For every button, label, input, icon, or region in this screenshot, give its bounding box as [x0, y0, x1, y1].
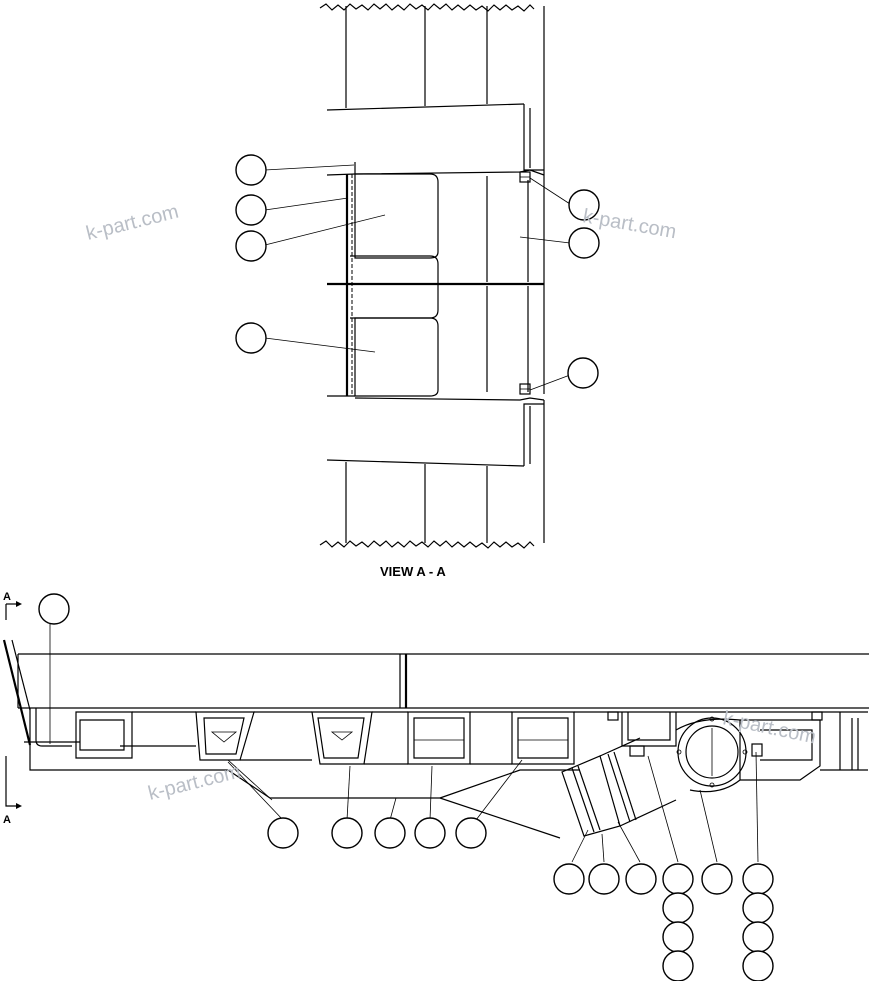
callout-bubble: [235, 154, 267, 186]
callout-bubble: [662, 950, 694, 981]
view-a-a-drawing: [235, 3, 600, 549]
callout-bubble: [568, 189, 600, 221]
callout-bubble: [374, 817, 406, 849]
radiator-assembly-drawing: [2, 593, 869, 981]
callout-bubble: [331, 817, 363, 849]
section-marker-bottom: A: [3, 814, 11, 826]
watermark: k-part.com: [146, 761, 243, 805]
callout-bubble: [742, 892, 774, 924]
callout-bubble: [235, 230, 267, 262]
bottom-break-line: [319, 540, 535, 549]
view-caption: VIEW A - A: [380, 564, 446, 579]
watermark: k-part.com: [84, 201, 181, 245]
section-marker-top: A: [3, 591, 11, 603]
callout-bubble: [742, 863, 774, 895]
callout-bubble: [414, 817, 446, 849]
callout-bubble: [662, 892, 694, 924]
callout-bubble: [701, 863, 733, 895]
callout-bubble: [662, 863, 694, 895]
callout-bubble: [553, 863, 585, 895]
top-break-line: [319, 3, 535, 12]
callout-bubble: [267, 817, 299, 849]
callout-bubble: [742, 950, 774, 981]
outlet-port: [677, 717, 747, 787]
callout-bubble: [662, 921, 694, 953]
callout-bubble: [568, 227, 600, 259]
callout-bubble: [235, 194, 267, 226]
callout-bubble: [625, 863, 657, 895]
callout-bubble: [742, 921, 774, 953]
callout-bubble: [588, 863, 620, 895]
callout-bubble: [455, 817, 487, 849]
callout-bubble: [567, 357, 599, 389]
callout-bubble: [38, 593, 70, 625]
callout-bubble: [235, 322, 267, 354]
